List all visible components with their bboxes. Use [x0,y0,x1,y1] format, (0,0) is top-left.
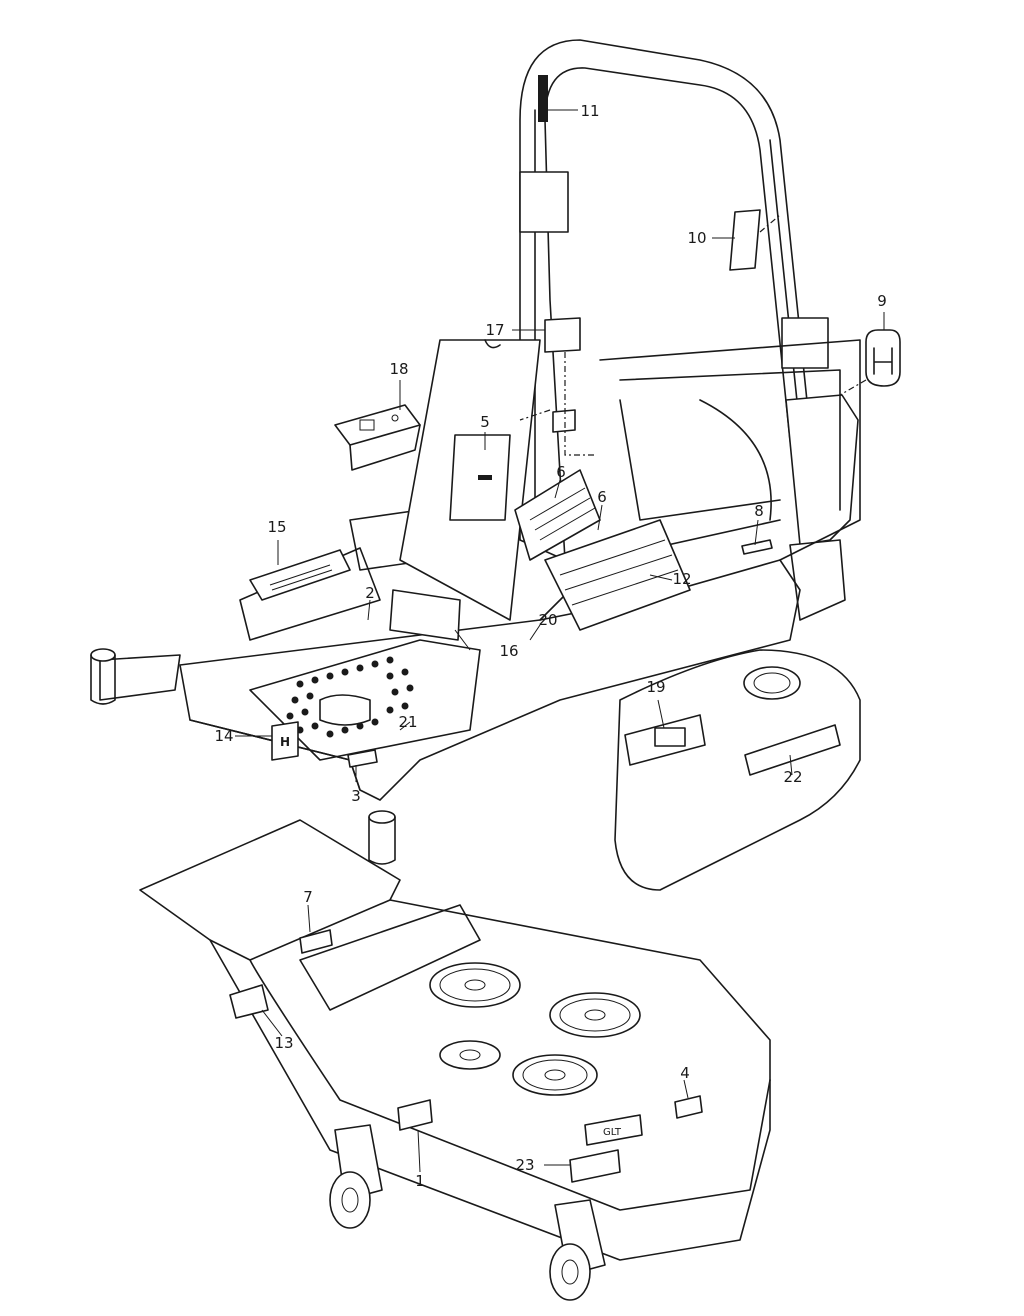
decal-17 [519,317,595,456]
bracket-18 [334,404,421,471]
callout-2: 2 [365,584,375,602]
callout-10: 10 [687,229,706,247]
callout-1: 1 [415,1172,425,1190]
mower-deck [139,819,771,1261]
callout-8: 8 [754,502,764,520]
callout-6b: 6 [597,488,607,506]
callout-16: 16 [499,642,518,660]
deck-model-label: GLT [603,1127,622,1138]
callout-6a: 6 [556,463,566,481]
front-decal-14: H [271,721,299,761]
callout-4: 4 [680,1064,690,1082]
callout-22: 22 [783,768,802,786]
decal-8 [741,539,773,555]
callout-labels: 1 2 3 4 5 6 6 7 8 9 10 11 12 13 14 15 16… [214,102,886,1190]
callout-23: 23 [515,1156,534,1174]
callout-7: 7 [303,888,313,906]
callout-13: 13 [274,1034,293,1052]
deck-decal-13 [229,984,269,1019]
pulley-right [549,992,641,1038]
deck-decal-7 [299,929,333,954]
floor-pan [249,639,481,761]
callout-15: 15 [267,518,286,536]
deck-decal-23 [569,1149,621,1183]
callout-3: 3 [351,787,361,805]
callout-11: 11 [580,102,599,120]
callout-18: 18 [389,360,408,378]
callout-20: 20 [538,611,557,629]
decal-3 [347,749,378,768]
seat-pan [389,339,541,641]
caster-wheel-left [329,1124,383,1229]
deck-decal-4 [674,1095,703,1119]
pulley-left [429,962,521,1008]
brand-mark-14: H [280,735,290,749]
callout-19: 19 [646,678,665,696]
pulley-idler [439,1040,501,1070]
deck-name-plate: GLT [584,1114,643,1146]
decal-11 [540,79,548,113]
callout-14: 14 [214,727,233,745]
callout-5: 5 [480,413,490,431]
panel-15 [249,549,351,601]
fuel-tank-vent-12 [544,519,691,631]
callout-17: 17 [485,321,504,339]
floor-pan-holes [286,656,414,738]
callout-21: 21 [398,713,417,731]
callout-9: 9 [877,292,887,310]
leader-lines [235,109,885,1173]
fender-pod [614,649,861,891]
callout-12: 12 [672,570,691,588]
decal-10 [729,209,781,271]
pulley-center [512,1054,598,1096]
brand-logo-decal-9 [839,329,901,396]
deck-decal-1 [397,1099,433,1131]
caster-wheel-right [549,1199,606,1301]
